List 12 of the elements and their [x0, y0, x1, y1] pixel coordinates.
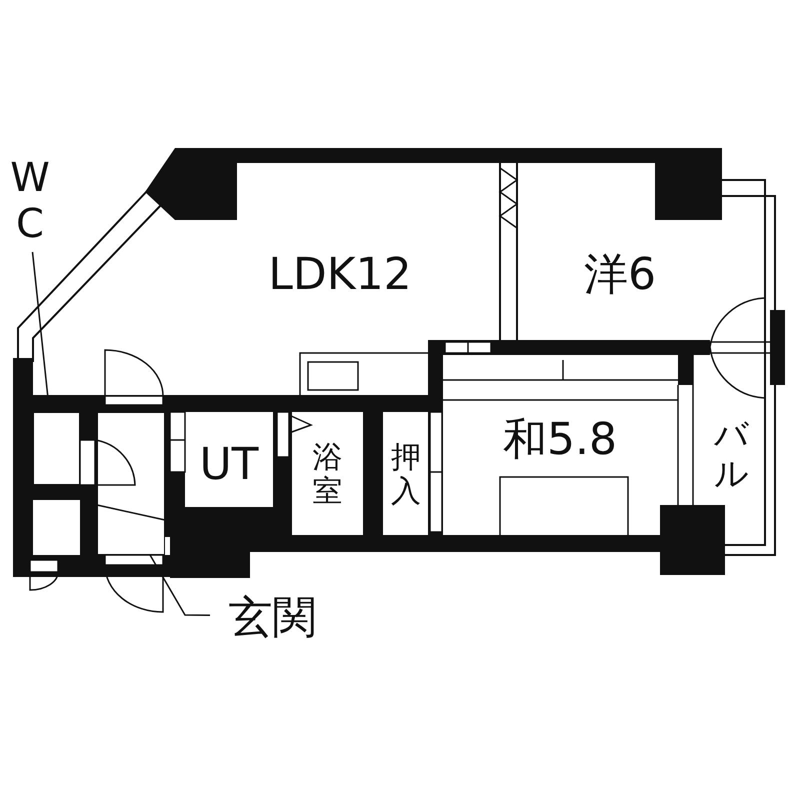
room-label: 押入 — [385, 420, 427, 530]
room-label: バル — [700, 400, 763, 510]
room-label: 玄関 — [210, 590, 335, 646]
room-label: LDK12 — [190, 200, 490, 350]
room-label: UT — [187, 430, 271, 500]
room-label: WC — [5, 150, 55, 252]
room-label: 浴室 — [294, 420, 361, 530]
entrance-hall — [97, 412, 165, 555]
room-label: 洋6 — [530, 220, 710, 330]
toilet-room — [33, 412, 80, 485]
room-label: 和5.8 — [445, 405, 675, 475]
leader-line — [149, 554, 210, 616]
